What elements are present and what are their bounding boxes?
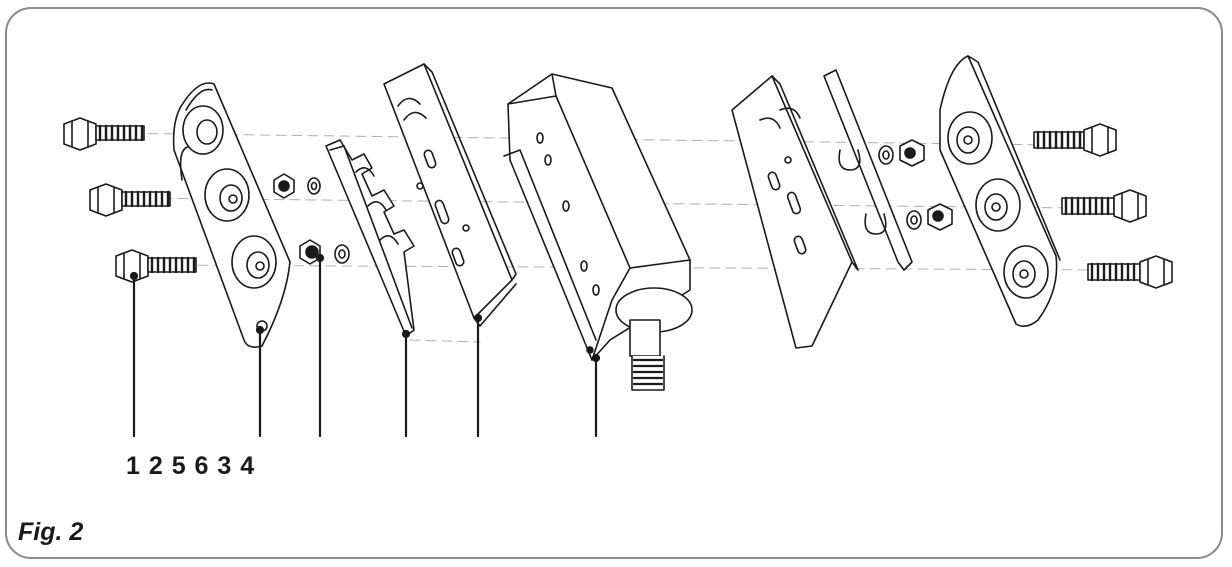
callout-numbers: 1 2 5 6 3 4: [126, 452, 256, 480]
washer-icon: [906, 210, 922, 230]
bolt-icon: [115, 249, 197, 283]
slotted-plate-icon: [731, 75, 859, 349]
bent-bracket-icon: [325, 139, 415, 337]
nut-icon: [299, 239, 321, 265]
bolt-icon: [63, 117, 145, 151]
washer-icon: [878, 145, 894, 165]
washer-icon: [307, 177, 321, 195]
callout-leader-lines: [129, 253, 601, 438]
bolt-icon: [89, 183, 171, 217]
nut-icon: [899, 139, 925, 167]
figure-label: Fig. 2: [18, 518, 84, 546]
nut-icon: [927, 203, 953, 231]
washer-icon: [334, 244, 350, 264]
nut-icon: [273, 173, 295, 199]
bolt-icon: [1033, 123, 1117, 157]
bolt-icon: [1087, 255, 1173, 289]
figure-frame: [5, 7, 1223, 559]
bent-bracket-icon: [823, 69, 913, 271]
bolt-icon: [1061, 189, 1147, 223]
end-cap-icon: [939, 55, 1061, 328]
actuator-body-icon: [503, 73, 693, 391]
end-cap-icon: [172, 82, 291, 348]
